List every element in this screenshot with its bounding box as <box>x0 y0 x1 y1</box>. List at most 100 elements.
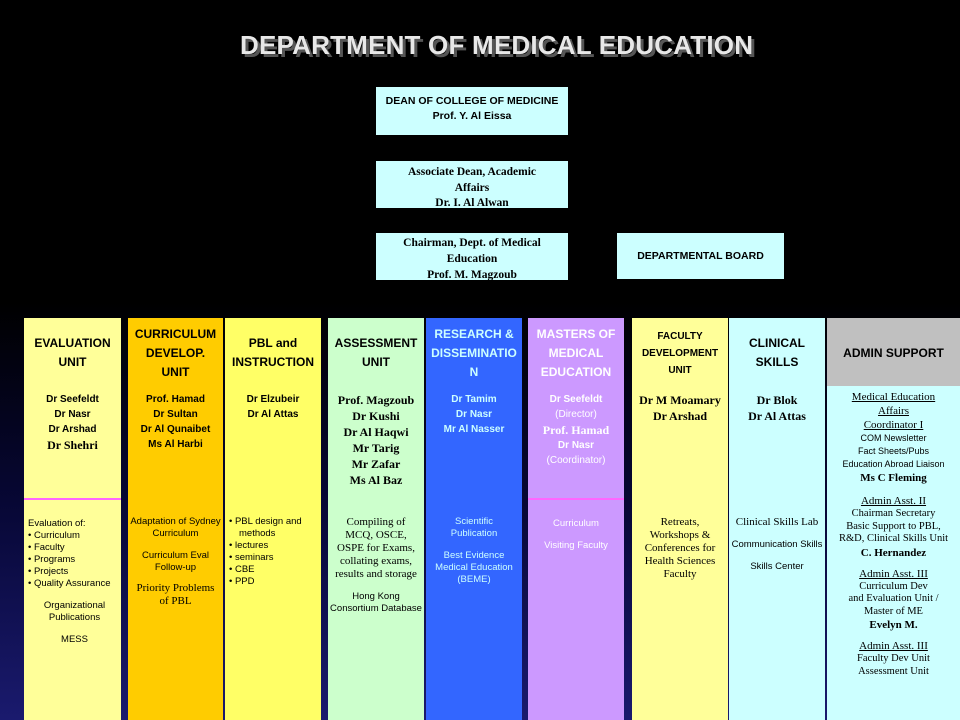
member-name: Dr Sultan <box>153 409 198 420</box>
faculty-development-duties: Retreats, Workshops & Conferences for He… <box>632 498 728 720</box>
header-line: PBL and <box>248 336 298 350</box>
assessment-unit-column: ASSESSMENT UNIT Prof. Magzoub Dr Kushi D… <box>328 318 424 720</box>
research-unit-column: RESEARCH & DISSEMINATIO N Dr Tamim Dr Na… <box>426 318 522 720</box>
duty-line: Consortium Database <box>330 603 422 614</box>
header-line: MEDICAL <box>548 345 604 360</box>
duty-line: of PBL <box>159 595 192 607</box>
member-name: Prof. Magzoub <box>337 393 415 407</box>
duty-line: results and storage <box>335 568 417 580</box>
duty-line: • Faculty <box>28 542 65 553</box>
admin-duty: Chairman Secretary <box>851 508 936 519</box>
clinical-skills-duties: Clinical Skills Lab Communication Skills… <box>729 498 825 720</box>
curriculum-unit-members: Prof. Hamad Dr Sultan Dr Al Qunaibet Ms … <box>128 386 223 498</box>
duty-line: MCQ, OSCE, <box>345 529 407 541</box>
header-line: FACULTY <box>657 330 703 342</box>
duty-line: • PPD <box>229 576 255 587</box>
header-line: DEVELOP. <box>145 345 206 360</box>
member-name: Dr Nasr <box>54 409 91 420</box>
clinical-skills-header: CLINICAL SKILLS <box>729 318 825 386</box>
header-line: ADMIN SUPPORT <box>843 345 944 360</box>
member-name: Dr Nasr <box>557 440 595 451</box>
admin-duty: Education Abroad Liaison <box>842 459 945 469</box>
faculty-development-members: Dr M Moamary Dr Arshad <box>632 386 728 498</box>
header-line: UNIT <box>668 364 692 376</box>
research-unit-members: Dr Tamim Dr Nasr Mr Al Nasser <box>426 386 522 498</box>
header-line: SKILLS <box>755 355 799 369</box>
duty-line: Communication Skills <box>731 539 823 550</box>
associate-dean-box: Associate Dean, Academic Affairs Dr. I. … <box>376 161 568 208</box>
header-line: RESEARCH & <box>434 326 514 341</box>
duty-line: Clinical Skills Lab <box>735 516 819 528</box>
member-name: Dr Arshad <box>652 409 708 423</box>
research-unit-header: RESEARCH & DISSEMINATIO N <box>426 318 522 386</box>
admin-duty: Assessment Unit <box>858 665 929 677</box>
member-role: (Coordinator) <box>546 455 606 466</box>
evaluation-unit-members: Dr Seefeldt Dr Nasr Dr Arshad Dr Shehri <box>24 386 121 498</box>
duty-line: Hong Kong <box>352 591 400 602</box>
admin-support-header: ADMIN SUPPORT <box>827 318 960 386</box>
associate-name: Dr. I. Al Alwan <box>435 197 509 208</box>
admin-role-title: Admin Asst. III <box>859 640 928 652</box>
member-name: Prof. Hamad <box>542 423 610 437</box>
curriculum-unit-column: CURRICULUM DEVELOP. UNIT Prof. Hamad Dr … <box>128 318 223 720</box>
admin-role-title: Affairs <box>878 405 909 417</box>
duty-line: Best Evidence <box>443 550 505 561</box>
duty-line: Retreats, <box>660 516 700 528</box>
duty-line: Publication <box>450 528 498 539</box>
chairman-box: Chairman, Dept. of Medical Education Pro… <box>376 233 568 280</box>
member-name: Mr Al Nasser <box>443 424 505 435</box>
duty-line: • PBL design and <box>229 516 302 527</box>
member-name: Dr Blok <box>756 393 798 407</box>
member-name: Dr Al Qunaibet <box>140 424 211 435</box>
associate-title-line1: Associate Dean, Academic <box>407 166 537 178</box>
pbl-unit-column: PBL and INSTRUCTION Dr Elzubeir Dr Al At… <box>225 318 321 720</box>
header-line: DISSEMINATIO <box>431 345 517 360</box>
duty-line: Medical Education <box>435 562 513 573</box>
assessment-unit-members: Prof. Magzoub Dr Kushi Dr Al Haqwi Mr Ta… <box>328 386 424 498</box>
chairman-title-line1: Chairman, Dept. of Medical <box>403 237 541 249</box>
member-name: Dr Al Haqwi <box>343 425 409 439</box>
curriculum-unit-duties: Adaptation of Sydney Curriculum Curricul… <box>128 498 223 720</box>
duty-line: Skills Center <box>750 561 804 572</box>
masters-unit-members: Dr Seefeldt (Director) Prof. Hamad Dr Na… <box>528 386 624 498</box>
evaluation-unit-duties: Evaluation of: • Curriculum • Faculty • … <box>24 498 121 720</box>
associate-title-line2: Affairs <box>454 181 490 194</box>
duty-line: Organizational <box>43 600 106 611</box>
member-name: Dr Kushi <box>352 409 400 423</box>
duty-line: Compiling of <box>346 516 406 528</box>
member-role: (Director) <box>555 409 597 420</box>
member-name: Prof. Hamad <box>146 394 205 405</box>
admin-role-title: Admin Asst. II <box>860 495 927 507</box>
admin-duty: COM Newsletter <box>860 433 927 443</box>
duty-line: • Curriculum <box>28 530 80 541</box>
research-unit-duties: Scientific Publication Best Evidence Med… <box>426 498 522 720</box>
member-name: Dr Elzubeir <box>246 394 300 405</box>
duty-line: Curriculum Eval <box>141 550 210 561</box>
member-name: Dr Seefeldt <box>46 394 99 405</box>
admin-duty: Curriculum Dev <box>859 580 928 592</box>
duty-line: Workshops & <box>649 529 711 541</box>
member-name: Dr M Moamary <box>639 393 721 407</box>
header-line: EDUCATION <box>540 364 612 379</box>
faculty-development-column: FACULTY DEVELOPMENT UNIT Dr M Moamary Dr… <box>632 318 728 720</box>
admin-role-title: Admin Asst. III <box>859 567 928 580</box>
curriculum-unit-header: CURRICULUM DEVELOP. UNIT <box>128 318 223 386</box>
duty-line: Priority Problems <box>136 582 215 594</box>
duty-line: • CBE <box>229 564 255 575</box>
duty-line: Conferences for <box>644 542 716 554</box>
duty-line: Faculty <box>663 568 697 580</box>
header-line: CURRICULUM <box>134 326 217 341</box>
chairman-title-line2: Education <box>446 253 498 265</box>
header-line: MASTERS OF <box>536 326 616 341</box>
pbl-unit-header: PBL and INSTRUCTION <box>225 318 321 386</box>
member-name: Ms Al Baz <box>349 473 403 487</box>
admin-role-title: Coordinator I <box>863 419 924 431</box>
masters-unit-header: MASTERS OF MEDICAL EDUCATION <box>528 318 624 386</box>
admin-duty: Basic Support to PBL, <box>846 520 941 532</box>
duty-line: Curriculum <box>553 518 599 529</box>
departmental-board-box: DEPARTMENTAL BOARD <box>617 233 784 279</box>
clinical-skills-column: CLINICAL SKILLS Dr Blok Dr Al Attas Clin… <box>729 318 825 720</box>
masters-unit-column: MASTERS OF MEDICAL EDUCATION Dr Seefeldt… <box>528 318 624 720</box>
assessment-unit-header: ASSESSMENT UNIT <box>328 318 424 386</box>
duty-line: OSPE for Exams, <box>337 542 415 554</box>
